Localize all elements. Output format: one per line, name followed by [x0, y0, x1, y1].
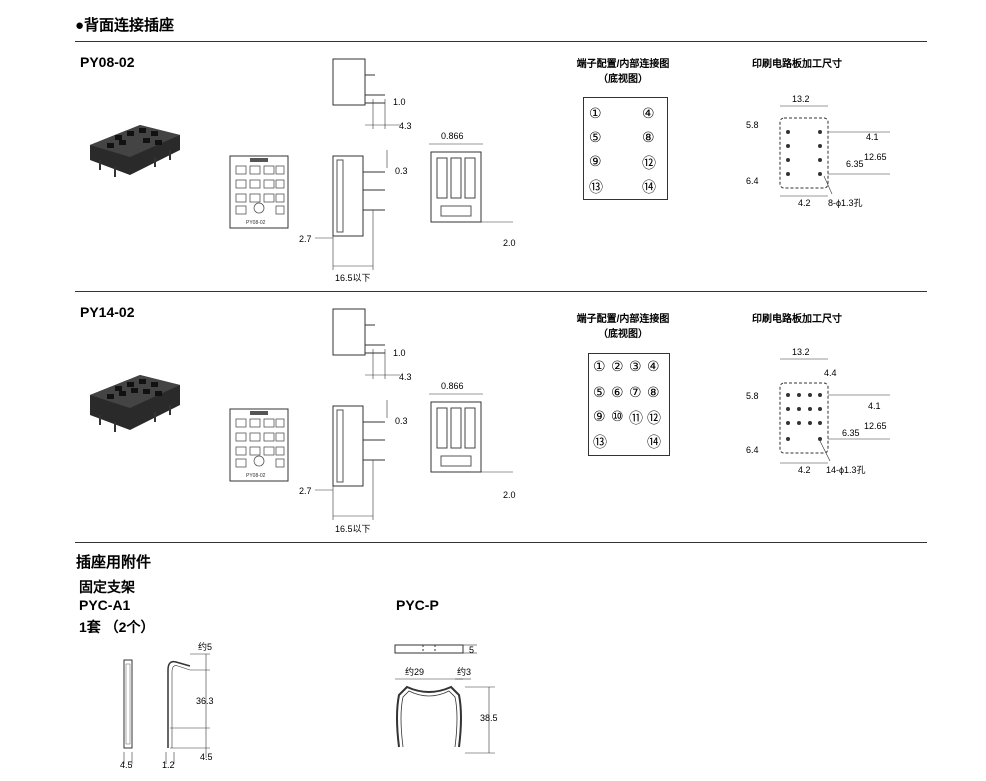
terminal-title: 端子配置/内部连接图 — [576, 59, 670, 70]
a1-top-dim: 约5 — [198, 641, 212, 652]
terminal-1: ① — [593, 358, 606, 374]
terminal-9: ⑨ — [593, 408, 606, 424]
p-height-dim: 38.5 — [480, 713, 498, 723]
dim-1-0: 1.0 — [393, 97, 406, 107]
terminal-13: ⑬ — [589, 179, 603, 195]
divider — [75, 542, 927, 543]
terminal-5: ⑤ — [593, 384, 606, 400]
terminal-12: ⑫ — [642, 155, 656, 171]
side-view-main: 0.3 2.7 16.5以下 — [299, 150, 408, 283]
dim-2-0: 2.0 — [503, 238, 516, 248]
socket-label: PY08-02 — [246, 220, 266, 226]
terminal-3: ③ — [629, 358, 642, 374]
pcb-12-65: 12.65 — [864, 421, 887, 431]
bracket-qty: 1套 （2个） — [79, 619, 155, 635]
pcb-width: 13.2 — [792, 94, 810, 104]
pcb-6-35: 6.35 — [846, 159, 864, 169]
dim-4-3: 4.3 — [399, 372, 412, 382]
side-view-top: 1.0 4.3 — [332, 308, 412, 382]
terminal-13: ⑬ — [593, 434, 607, 450]
dim-2-7: 2.7 — [299, 234, 312, 244]
terminal-14: ⑭ — [642, 179, 656, 195]
bracket-drawing: 约5 36.3 4.5 4.5 1.2 — [120, 641, 214, 770]
socket-bottom-view: PY08-02 — [229, 155, 289, 229]
terminal-title: 端子配置/内部连接图 — [576, 314, 670, 325]
terminal-2: ② — [611, 358, 624, 374]
pcb-holes: 8-ϕ1.3孔 — [828, 198, 863, 208]
bracket-title: 固定支架 — [79, 579, 135, 595]
pcb-title: 印刷电路板加工尺寸 — [752, 59, 842, 70]
pcb-layout-py14: 13.2 4.4 5.8 4.1 12.65 6.35 6.4 4.2 14-ϕ… — [746, 347, 890, 475]
terminal-14: ⑭ — [647, 434, 661, 450]
socket-label: PY08-02 — [246, 473, 266, 479]
pcb-6-35: 6.35 — [842, 428, 860, 438]
socket-bottom-view: PY08-02 — [229, 408, 289, 482]
model-title-py14: PY14-02 — [80, 304, 135, 320]
pcb-holes: 14-ϕ1.3孔 — [826, 465, 866, 475]
pcb-4-2: 4.2 — [798, 465, 811, 475]
p-thick-dim: 5 — [469, 645, 474, 655]
pcb-4-1: 4.1 — [868, 401, 881, 411]
p-lip-dim: 约3 — [457, 666, 471, 677]
accessories-title: 插座用附件 — [76, 554, 152, 571]
divider — [75, 291, 927, 292]
terminal-4: ④ — [647, 358, 660, 374]
a1-width-dim: 4.5 — [120, 760, 133, 770]
socket-photo — [90, 375, 180, 432]
pcb-layout-py08: 13.2 5.8 4.1 12.65 6.35 6.4 4.2 8-ϕ1.3孔 — [746, 94, 890, 208]
terminal-7: ⑦ — [629, 384, 642, 400]
pcb-4-1: 4.1 — [866, 132, 879, 142]
dim-16-5: 16.5以下 — [335, 524, 371, 534]
terminal-8: ⑧ — [647, 384, 660, 400]
pcb-6-4: 6.4 — [746, 176, 759, 186]
terminal-diagram-py08: ① ④ ⑤ ⑧ ⑨ ⑫ ⑬ ⑭ — [583, 97, 668, 200]
terminal-9: ⑨ — [589, 153, 602, 169]
pcb-12-65: 12.65 — [864, 152, 887, 162]
a1-thick-dim: 1.2 — [162, 760, 175, 770]
terminal-subtitle: （底视图） — [598, 329, 648, 340]
terminal-10: ⑩ — [611, 408, 624, 424]
dim-1-0: 1.0 — [393, 348, 406, 358]
clip-drawing: 5 约29 约3 38.5 — [394, 644, 498, 754]
front-view: 0.866 2.0 — [429, 131, 516, 248]
dim-0-866: 0.866 — [441, 131, 464, 141]
pcb-5-8: 5.8 — [746, 391, 759, 401]
dim-0-3: 0.3 — [395, 166, 408, 176]
side-view-top: 1.0 4.3 — [332, 58, 412, 131]
section-title: ●背面连接插座 — [75, 17, 175, 34]
dim-2-0: 2.0 — [503, 490, 516, 500]
dim-4-3: 4.3 — [399, 121, 412, 131]
terminal-11: ⑪ — [629, 410, 643, 426]
terminal-6: ⑥ — [611, 384, 624, 400]
terminal-1: ① — [589, 105, 602, 121]
side-view-main: 0.3 2.7 16.5以下 — [299, 400, 408, 534]
a1-height-dim: 36.3 — [196, 696, 214, 706]
bracket-model: PYC-A1 — [79, 597, 131, 613]
terminal-8: ⑧ — [642, 129, 655, 145]
clip-model: PYC-P — [396, 597, 439, 613]
pcb-5-8: 5.8 — [746, 120, 759, 130]
divider — [75, 41, 927, 42]
model-title-py08: PY08-02 — [80, 54, 135, 70]
dim-16-5: 16.5以下 — [335, 273, 371, 283]
socket-photo — [90, 125, 180, 177]
terminal-5: ⑤ — [589, 129, 602, 145]
pcb-6-4: 6.4 — [746, 445, 759, 455]
pcb-width: 13.2 — [792, 347, 810, 357]
pcb-4-4: 4.4 — [824, 368, 837, 378]
pcb-4-2: 4.2 — [798, 198, 811, 208]
pcb-title: 印刷电路板加工尺寸 — [752, 314, 842, 325]
terminal-diagram-py14: ① ② ③ ④ ⑤ ⑥ ⑦ ⑧ ⑨ ⑩ ⑪ ⑫ ⑬ ⑭ — [588, 353, 670, 456]
terminal-subtitle: （底视图） — [598, 74, 648, 85]
p-width-dim: 约29 — [405, 666, 424, 677]
terminal-12: ⑫ — [647, 410, 661, 426]
a1-bottom-dim: 4.5 — [200, 752, 213, 762]
dim-2-7: 2.7 — [299, 486, 312, 496]
terminal-4: ④ — [642, 105, 655, 121]
dim-0-866: 0.866 — [441, 381, 464, 391]
front-view: 0.866 2.0 — [429, 381, 516, 500]
dim-0-3: 0.3 — [395, 416, 408, 426]
